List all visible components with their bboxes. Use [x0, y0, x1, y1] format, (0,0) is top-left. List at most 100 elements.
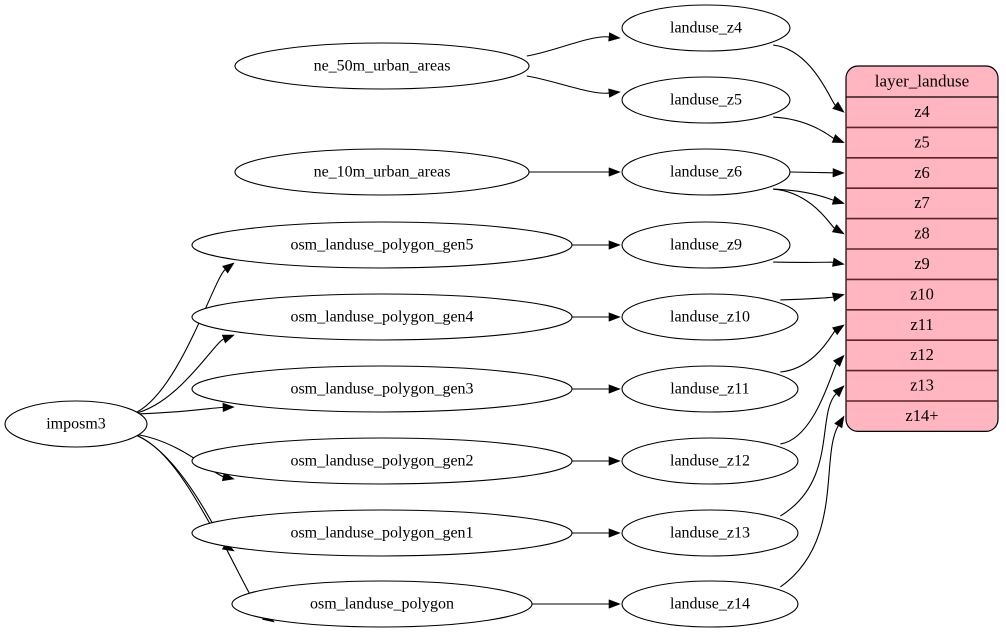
edge-osm_landuse_polygon_gen4-to-landuse_z10: [572, 312, 621, 322]
edge-landuse_z6-to-row-z7: [773, 188, 845, 205]
edge-line: [780, 296, 834, 301]
nodes-layer: imposm3 ne_50m_urban_areas ne_10m_urban_ar…: [4, 4, 799, 628]
node-shape-imposm3: [4, 400, 148, 448]
edge-imposm3-to-osm_landuse_polygon_gen5: [132, 262, 235, 415]
edge-arrowhead: [222, 402, 235, 413]
node-label-ne_10m_urban_areas: ne_10m_urban_areas: [314, 164, 451, 181]
node-ne_50m_urban_areas[interactable]: ne_50m_urban_areas: [234, 42, 530, 90]
node-label-landuse_z6: landuse_z6: [670, 164, 742, 181]
node-shape-landuse_z14: [621, 580, 799, 628]
node-imposm3[interactable]: imposm3: [4, 400, 148, 448]
edge-arrowhead: [608, 88, 621, 98]
node-label-osm_landuse_polygon_gen3: osm_landuse_polygon_gen3: [290, 381, 473, 398]
edge-landuse_z5-to-row-z5: [773, 116, 845, 143]
node-landuse_z4[interactable]: landuse_z4: [621, 4, 791, 52]
edge-ne10m-to-landuse_z6: [529, 167, 621, 177]
node-label-imposm3: imposm3: [46, 416, 106, 433]
node-landuse_z11[interactable]: landuse_z11: [621, 365, 799, 413]
edge-arrowhead: [832, 101, 845, 113]
table-row-z12[interactable]: z12: [910, 345, 934, 364]
edge-arrowhead: [608, 528, 621, 538]
node-shape-ne_10m_urban_areas: [234, 148, 530, 196]
node-label-osm_landuse_polygon_gen5: osm_landuse_polygon_gen5: [290, 237, 473, 254]
edge-arrowhead: [222, 262, 235, 274]
node-osm_landuse_polygon_gen2[interactable]: osm_landuse_polygon_gen2: [191, 437, 573, 485]
edge-line: [789, 171, 834, 174]
edge-arrowhead: [608, 384, 621, 394]
edge-landuse_z10-to-row-z10: [780, 292, 845, 302]
edge-arrowhead: [832, 168, 845, 178]
node-label-landuse_z9: landuse_z9: [670, 237, 742, 254]
edge-line: [780, 393, 837, 517]
node-label-landuse_z10: landuse_z10: [670, 309, 750, 326]
edge-landuse_z14-to-row-z14plus: [780, 415, 845, 588]
edge-landuse_z12-to-row-z12: [780, 354, 845, 445]
edge-arrowhead: [608, 456, 621, 466]
table-row-z6[interactable]: z6: [914, 163, 930, 182]
node-landuse_z12[interactable]: landuse_z12: [621, 437, 799, 485]
table-row-z7[interactable]: z7: [914, 193, 930, 212]
node-label-osm_landuse_polygon: osm_landuse_polygon: [310, 596, 454, 613]
edge-line: [773, 188, 835, 229]
edge-imposm3-to-osm_landuse_polygon_gen4: [132, 334, 235, 415]
edge-landuse_z13-to-row-z13: [780, 385, 845, 517]
edge-arrowhead: [608, 240, 621, 250]
table-row-z10[interactable]: z10: [910, 284, 934, 303]
node-shape-ne_50m_urban_areas: [234, 42, 530, 90]
edge-line: [773, 188, 834, 201]
edge-line: [132, 406, 224, 415]
node-landuse_z5[interactable]: landuse_z5: [621, 76, 791, 124]
node-landuse_z6[interactable]: landuse_z6: [621, 148, 791, 196]
node-landuse_z9[interactable]: landuse_z9: [621, 221, 791, 269]
edge-landuse_z6-to-row-z8: [773, 188, 845, 235]
layer-landuse-table-header: layer_landuse: [875, 71, 969, 90]
node-landuse_z13[interactable]: landuse_z13: [621, 509, 799, 557]
node-osm_landuse_polygon_gen4[interactable]: osm_landuse_polygon_gen4: [191, 293, 573, 341]
node-label-osm_landuse_polygon_gen1: osm_landuse_polygon_gen1: [290, 525, 473, 542]
edge-arrowhead: [834, 415, 845, 429]
table-row-z4[interactable]: z4: [914, 102, 930, 121]
edge-line: [132, 338, 225, 415]
node-ne_10m_urban_areas[interactable]: ne_10m_urban_areas: [234, 148, 530, 196]
table-row-z13[interactable]: z13: [910, 376, 934, 395]
node-label-osm_landuse_polygon_gen4: osm_landuse_polygon_gen4: [290, 309, 473, 326]
edge-arrowhead: [831, 292, 845, 302]
edge-imposm3-to-osm_landuse_polygon_gen3: [132, 402, 235, 415]
node-shape-landuse_z10: [621, 293, 799, 341]
node-label-landuse_z4: landuse_z4: [670, 20, 742, 37]
edge-ne50m-to-landuse_z4: [526, 32, 621, 57]
node-landuse_z10[interactable]: landuse_z10: [621, 293, 799, 341]
table-row-z5[interactable]: z5: [914, 132, 930, 151]
table-row-z14plus[interactable]: z14+: [905, 406, 938, 425]
node-label-landuse_z13: landuse_z13: [670, 525, 750, 542]
edge-osm_landuse_polygon-to-landuse_z14: [532, 599, 621, 609]
node-shape-landuse_z9: [621, 221, 791, 269]
edge-osm_landuse_polygon_gen3-to-landuse_z11: [572, 384, 621, 394]
node-landuse_z14[interactable]: landuse_z14: [621, 580, 799, 628]
node-label-landuse_z12: landuse_z12: [670, 453, 750, 470]
edge-line: [780, 330, 836, 373]
node-shape-landuse_z6: [621, 148, 791, 196]
table-row-z9[interactable]: z9: [914, 254, 930, 273]
node-shape-landuse_z11: [621, 365, 799, 413]
node-osm_landuse_polygon_gen1[interactable]: osm_landuse_polygon_gen1: [191, 509, 573, 557]
edge-arrowhead: [831, 224, 845, 235]
edge-line: [780, 425, 839, 588]
node-osm_landuse_polygon_gen3[interactable]: osm_landuse_polygon_gen3: [191, 365, 573, 413]
edge-arrowhead: [608, 312, 621, 322]
node-shape-osm_landuse_polygon_gen1: [191, 509, 573, 557]
edge-osm_landuse_polygon_gen5-to-landuse_z9: [572, 240, 621, 250]
node-label-ne_50m_urban_areas: ne_50m_urban_areas: [314, 58, 451, 75]
node-osm_landuse_polygon[interactable]: osm_landuse_polygon: [231, 580, 533, 628]
node-shape-osm_landuse_polygon_gen4: [191, 293, 573, 341]
node-shape-landuse_z12: [621, 437, 799, 485]
table-row-z11[interactable]: z11: [910, 315, 933, 334]
edge-osm_landuse_polygon_gen2-to-landuse_z12: [572, 456, 621, 466]
table-row-z8[interactable]: z8: [914, 224, 930, 243]
node-shape-osm_landuse_polygon: [231, 580, 533, 628]
node-shape-landuse_z5: [621, 76, 791, 124]
node-osm_landuse_polygon_gen5[interactable]: osm_landuse_polygon_gen5: [191, 221, 573, 269]
node-label-landuse_z11: landuse_z11: [670, 381, 749, 398]
edge-arrowhead: [831, 134, 845, 143]
